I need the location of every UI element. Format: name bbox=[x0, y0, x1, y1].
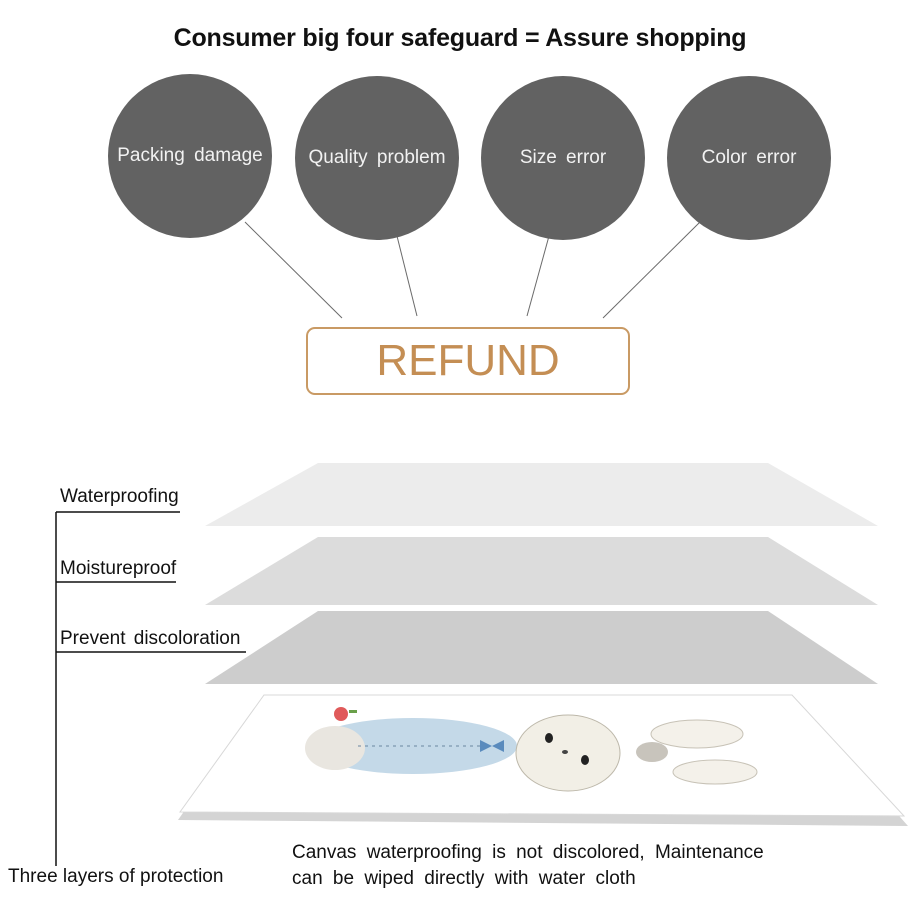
connector-lines bbox=[244, 221, 701, 319]
layer-sheet-discoloration bbox=[205, 611, 878, 684]
layers-summary: Three layers of protection bbox=[8, 866, 224, 887]
guarantee-label: Packing damage bbox=[117, 145, 263, 166]
connector-line bbox=[396, 235, 418, 317]
guarantee-packing-damage: Packing damage bbox=[108, 74, 272, 238]
connector-line bbox=[602, 221, 701, 319]
description-line: Canvas waterproofing is not discolored, … bbox=[292, 842, 764, 863]
guarantee-label: Size error bbox=[519, 147, 607, 168]
guarantee-quality-problem: Quality problem bbox=[295, 76, 459, 240]
guarantee-label: Quality problem bbox=[308, 147, 446, 168]
bunny-illustration bbox=[305, 707, 758, 792]
page-title: Consumer big four safeguard = Assure sho… bbox=[173, 24, 747, 52]
canvas-print bbox=[178, 694, 908, 826]
layer-label-discoloration: Prevent discoloration bbox=[60, 628, 241, 649]
guarantee-label: Color error bbox=[701, 147, 797, 168]
description-line: can be wiped directly with water cloth bbox=[292, 868, 636, 889]
refund-box: REFUND bbox=[306, 327, 630, 395]
refund-label: REFUND bbox=[376, 336, 560, 385]
layer-sheet-waterproofing bbox=[205, 463, 878, 526]
connector-line bbox=[244, 221, 343, 319]
guarantee-color-error: Color error bbox=[667, 76, 831, 240]
connector-line bbox=[526, 235, 550, 317]
layer-sheet-moistureproof bbox=[205, 537, 878, 605]
product-description: Canvas waterproofing is not discolored, … bbox=[292, 840, 764, 892]
layer-label-moistureproof: Moistureproof bbox=[60, 558, 177, 579]
guarantee-size-error: Size error bbox=[481, 76, 645, 240]
layers-bracket bbox=[55, 511, 246, 866]
layer-label-waterproofing: Waterproofing bbox=[60, 486, 179, 507]
